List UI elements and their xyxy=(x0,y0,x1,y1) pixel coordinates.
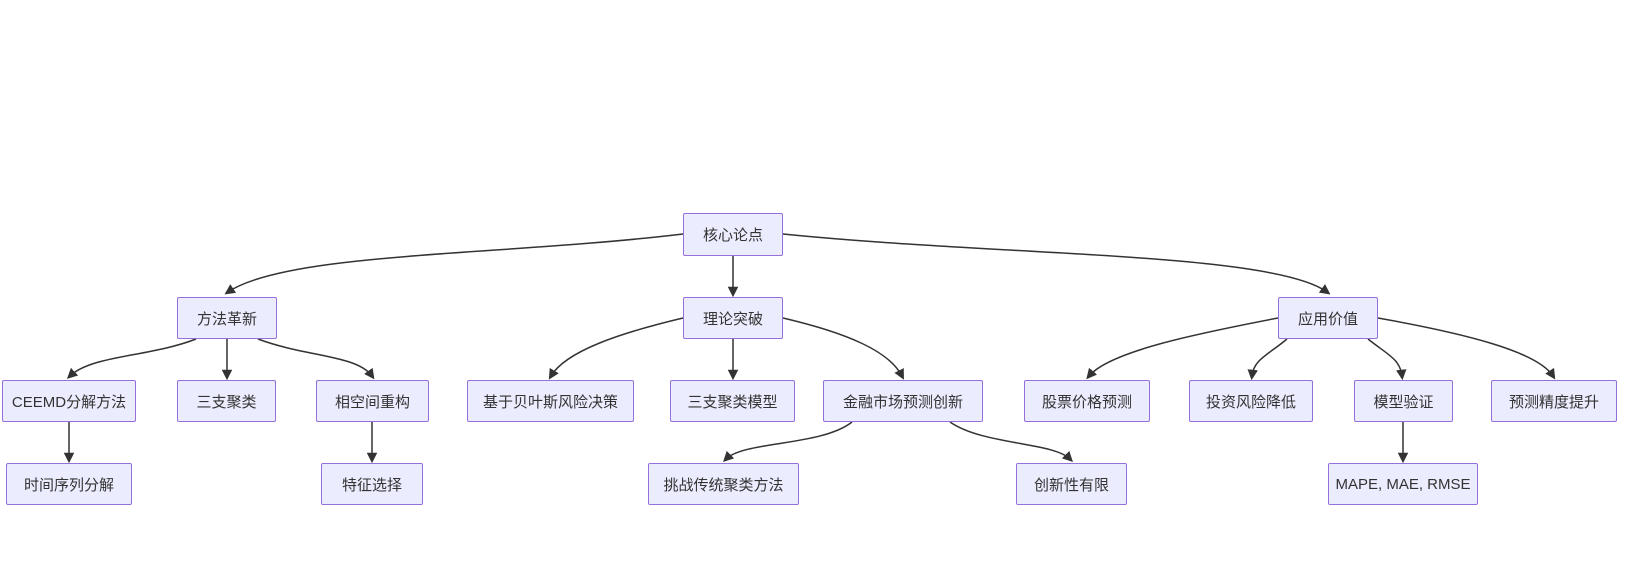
node-label: 模型验证 xyxy=(1373,393,1434,411)
edge-method-to-phase xyxy=(257,338,375,380)
node-label: 创新性有限 xyxy=(1033,476,1109,494)
edge-root-to-method xyxy=(224,233,684,295)
edge-application-to-stock xyxy=(1086,317,1279,380)
node-investment-risk-reduction: 投资风险降低 xyxy=(1189,380,1313,422)
node-evaluation-metrics: MAPE, MAE, RMSE xyxy=(1328,463,1478,505)
node-method-innovation: 方法革新 xyxy=(177,297,277,339)
node-label: 股票价格预测 xyxy=(1041,393,1132,411)
node-label: 投资风险降低 xyxy=(1205,393,1296,411)
edge-finance-to-limited xyxy=(949,421,1073,462)
node-label: 相空间重构 xyxy=(334,393,410,411)
node-label: 挑战传统聚类方法 xyxy=(663,476,784,494)
node-label: 基于贝叶斯风险决策 xyxy=(482,393,618,411)
node-stock-price-prediction: 股票价格预测 xyxy=(1024,380,1150,422)
node-label: 三支聚类模型 xyxy=(687,393,778,411)
edge-application-to-risk xyxy=(1247,338,1288,381)
edge-application-to-validation xyxy=(1367,338,1407,381)
node-label: CEEMD分解方法 xyxy=(11,393,127,411)
edge-theory-to-bayes xyxy=(548,317,684,380)
node-model-validation: 模型验证 xyxy=(1354,380,1453,422)
edge-finance-to-challenge xyxy=(723,421,853,462)
node-challenge-traditional-clustering: 挑战传统聚类方法 xyxy=(648,463,799,505)
edge-application-to-accuracy xyxy=(1377,317,1556,380)
node-bayesian-risk-decision: 基于贝叶斯风险决策 xyxy=(467,380,634,422)
node-label: 核心论点 xyxy=(702,227,763,244)
node-three-way-clustering-model: 三支聚类模型 xyxy=(670,380,795,422)
node-label: 三支聚类 xyxy=(196,393,257,411)
node-financial-market-prediction-innovation: 金融市场预测创新 xyxy=(823,380,983,422)
node-three-way-clustering: 三支聚类 xyxy=(177,380,276,422)
node-feature-selection: 特征选择 xyxy=(321,463,423,505)
edge-method-to-ceemd xyxy=(66,338,197,379)
node-limited-innovation: 创新性有限 xyxy=(1016,463,1127,505)
node-prediction-accuracy-improvement: 预测精度提升 xyxy=(1491,380,1617,422)
node-label: 时间序列分解 xyxy=(23,476,114,494)
edge-root-to-application xyxy=(782,233,1331,295)
node-core-thesis: 核心论点 xyxy=(683,213,783,256)
node-phase-space-reconstruction: 相空间重构 xyxy=(316,380,429,422)
node-label: MAPE, MAE, RMSE xyxy=(1335,475,1471,493)
node-theory-breakthrough: 理论突破 xyxy=(683,297,783,339)
node-time-series-decomposition: 时间序列分解 xyxy=(6,463,132,505)
node-label: 方法革新 xyxy=(196,310,257,328)
node-label: 金融市场预测创新 xyxy=(842,393,963,411)
node-label: 应用价值 xyxy=(1297,310,1358,328)
node-label: 预测精度提升 xyxy=(1508,393,1599,411)
node-ceemd-decomposition: CEEMD分解方法 xyxy=(2,380,136,422)
node-label: 理论突破 xyxy=(702,310,763,328)
node-label: 特征选择 xyxy=(341,476,402,494)
node-application-value: 应用价值 xyxy=(1278,297,1378,339)
edge-theory-to-finance xyxy=(782,317,904,380)
